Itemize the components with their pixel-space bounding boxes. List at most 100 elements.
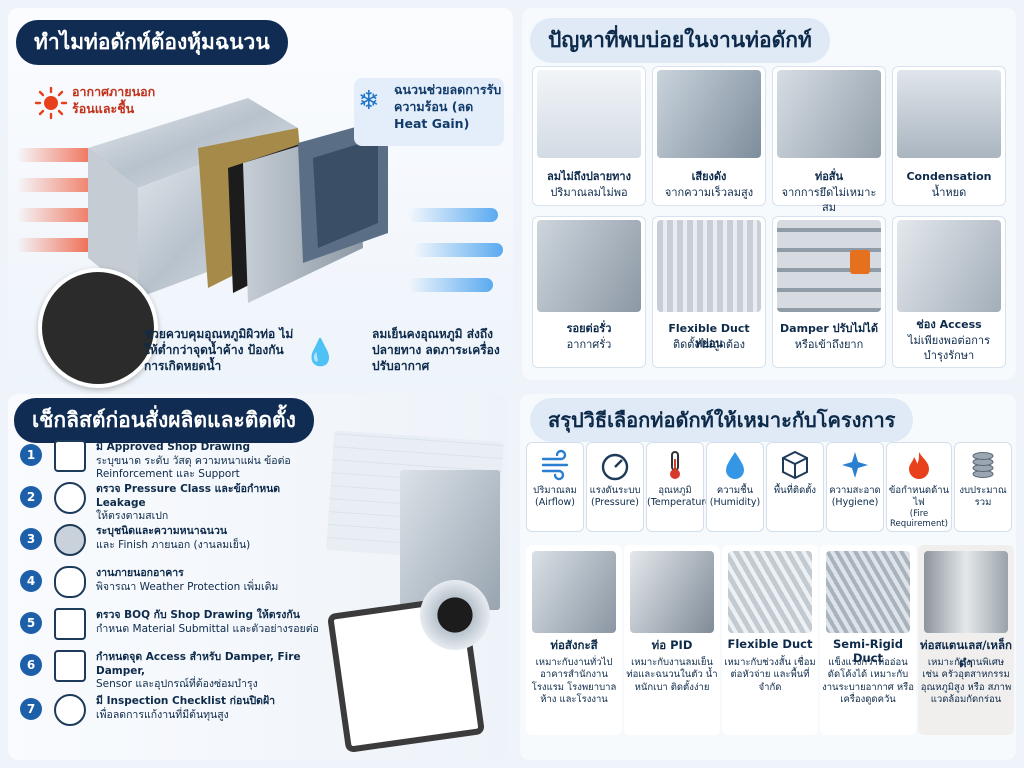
weather-icon bbox=[54, 566, 86, 598]
factor-en: (Fire Requirement) bbox=[890, 508, 948, 530]
factor-en: (Temperature) bbox=[647, 496, 715, 508]
checklist-item: 3 ระบุชนิดและความหนาฉนวนและ Finish ภายนอ… bbox=[20, 524, 320, 564]
checklist-title: เช็กลิสต์ก่อนสั่งผลิตและติดตั้ง bbox=[14, 398, 314, 443]
checklist-title: มี Approved Shop Drawing bbox=[96, 441, 250, 453]
checklist-title: กำหนดจุด Access สำหรับ Damper, Fire Damp… bbox=[96, 651, 301, 677]
heat-arrow bbox=[16, 238, 101, 252]
duct-type-card: ท่อสแตนเลส/เหล็กดำ เหมาะกับงานพิเศษ เช่น… bbox=[918, 545, 1014, 735]
duct-type-card: Semi-Rigid Duct แข็งแรงกว่าท่ออ่อน ดัดโค… bbox=[820, 545, 916, 735]
checklist-item: 2 ตรวจ Pressure Class และข้อกำหนด Leakag… bbox=[20, 482, 320, 522]
damper-actuator-icon bbox=[850, 250, 870, 274]
stainless-duct-image bbox=[924, 551, 1008, 633]
checklist-number: 3 bbox=[20, 528, 42, 550]
thermometer-icon bbox=[670, 451, 680, 479]
cool-air-label: ลมเย็นคงอุณหภูมิ ส่งถึงปลายทาง ลดภาระเคร… bbox=[372, 327, 500, 374]
selection-title: สรุปวิธีเลือกท่อดักท์ให้เหมาะกับโครงการ bbox=[530, 398, 914, 442]
factor-label: งบประมาณรวม bbox=[959, 485, 1007, 508]
problem-title: Damper ปรับไม่ได้ bbox=[780, 322, 878, 335]
wind-icon bbox=[541, 449, 569, 481]
insulated-duct-illustration bbox=[88, 98, 388, 303]
diffuser-image bbox=[537, 70, 641, 158]
factor-label: แรงดันระบบ bbox=[589, 485, 641, 496]
semi-rigid-duct-image bbox=[826, 551, 910, 633]
factor-label: ปริมาณลม bbox=[533, 485, 577, 496]
problems-title: ปัญหาที่พบบ่อยในงานท่อดักท์ bbox=[530, 18, 830, 63]
problem-desc: ปริมาณลมไม่พอ bbox=[550, 186, 628, 199]
factor-en: (Airflow) bbox=[534, 496, 576, 508]
drawing-edit-icon bbox=[54, 440, 86, 472]
problem-desc: อากาศรั่ว bbox=[566, 338, 612, 351]
sun-icon bbox=[34, 86, 68, 120]
heat-arrow bbox=[16, 208, 111, 222]
problem-title: เสียงดัง bbox=[691, 170, 727, 183]
factor-card: ความชื้น (Humidity) bbox=[706, 442, 764, 532]
galvanized-duct-image bbox=[532, 551, 616, 633]
droplet-icon bbox=[726, 452, 744, 479]
checklist-title: ตรวจ BOQ กับ Shop Drawing ให้ตรงกัน bbox=[96, 609, 300, 621]
factor-label: อุณหภูมิ bbox=[658, 485, 692, 496]
problem-title: ท่อสั่น bbox=[814, 170, 844, 183]
checklist-title: งานภายนอกอาคาร bbox=[96, 567, 184, 579]
insulation-title: ทำไมท่อดักท์ต้องหุ้มฉนวน bbox=[16, 20, 288, 65]
problem-title: รอยต่อรั่ว bbox=[566, 322, 612, 335]
duct-type-title: ท่อ PID bbox=[651, 638, 693, 652]
checklist-item: 4 งานภายนอกอาคารพิจารณา Weather Protecti… bbox=[20, 566, 320, 606]
snowflake-icon: ❄ bbox=[358, 86, 380, 116]
problem-desc: จากการยึดไม่เหมาะสม bbox=[781, 186, 877, 214]
condensation-image bbox=[897, 70, 1001, 158]
problem-desc: ติดตั้งไม่ถูกต้อง bbox=[672, 338, 746, 351]
checklist-desc: ระบุขนาด ระดับ วัสดุ ความหนาแผ่น ข้อต่อ … bbox=[96, 454, 291, 481]
duct-type-title: ท่อสังกะสี bbox=[550, 638, 598, 652]
outside-air-label: อากาศภายนอก ร้อนและชื้น bbox=[72, 84, 156, 116]
duct-type-desc: เหมาะกับงานลมเย็น ท่อและฉนวนในตัว น้ำหนั… bbox=[626, 657, 718, 693]
heat-arrow bbox=[16, 148, 106, 162]
duct-type-card: ท่อสังกะสี เหมาะกับงานทั่วไป อาคารสำนักง… bbox=[526, 545, 622, 735]
problem-title: ช่อง Access bbox=[916, 318, 982, 331]
coins-icon bbox=[972, 452, 994, 478]
fire-icon bbox=[909, 452, 929, 479]
water-drop-icon: 💧 bbox=[304, 338, 337, 368]
cool-air-arrow bbox=[408, 208, 498, 222]
duct-type-card: ท่อ PID เหมาะกับงานลมเย็น ท่อและฉนวนในตั… bbox=[624, 545, 720, 735]
checklist-number: 7 bbox=[20, 698, 42, 720]
problem-desc: ไม่เพียงพอต่อการบำรุงรักษา bbox=[908, 334, 990, 362]
insulation-closeup bbox=[38, 268, 158, 388]
gauge-icon bbox=[601, 453, 629, 481]
condensation-control-label: ช่วยควบคุมอุณหภูมิผิวท่อ ไม่ให้ต่ำกว่าจุ… bbox=[144, 327, 294, 374]
checklist-item: 7 มี Inspection Checklist ก่อนปิดฝ้าเพื่… bbox=[20, 694, 320, 734]
clipboard-icon bbox=[54, 608, 86, 640]
factor-label: ความสะอาด bbox=[829, 485, 881, 496]
gauge-icon bbox=[54, 482, 86, 514]
factor-en: (Humidity) bbox=[709, 496, 761, 508]
duct-type-desc: เหมาะกับช่วงสั้น เชื่อมต่อหัวจ่าย และพื้… bbox=[724, 657, 816, 693]
insulation-roll-icon bbox=[420, 580, 490, 650]
magnifier-icon bbox=[54, 694, 86, 726]
problem-title: Condensation bbox=[906, 170, 992, 183]
checklist-title: ระบุชนิดและความหนาฉนวน bbox=[96, 525, 228, 537]
checklist-desc: พิจารณา Weather Protection เพิ่มเติม bbox=[96, 580, 279, 593]
factor-label: ความชื้น bbox=[716, 485, 754, 496]
checklist-number: 1 bbox=[20, 444, 42, 466]
insulation-roll-icon bbox=[54, 524, 86, 556]
checklist-number: 5 bbox=[20, 612, 42, 634]
checklist-number: 2 bbox=[20, 486, 42, 508]
problem-desc: จากความเร็วลมสูง bbox=[664, 186, 754, 199]
duct-type-title: ท่อสแตนเลส/เหล็กดำ bbox=[920, 638, 1012, 670]
checklist-number: 6 bbox=[20, 654, 42, 676]
problem-desc: น้ำหยด bbox=[931, 186, 967, 199]
sparkle-icon bbox=[842, 452, 868, 478]
checklist-desc: ให้ตรงตามสเปก bbox=[96, 510, 169, 523]
checklist-title: มี Inspection Checklist ก่อนปิดฝ้า bbox=[96, 695, 276, 707]
factor-en: (Hygiene) bbox=[831, 496, 879, 508]
checklist-desc: Sensor และอุปกรณ์ที่ต้องซ่อมบำรุง bbox=[96, 678, 258, 691]
duct-type-card: Flexible Duct เหมาะกับช่วงสั้น เชื่อมต่อ… bbox=[722, 545, 818, 735]
factor-card: ปริมาณลม (Airflow) bbox=[526, 442, 584, 532]
access-panel-image bbox=[897, 220, 1001, 312]
duct-type-desc: เหมาะกับงานทั่วไป อาคารสำนักงาน โรงแรม โ… bbox=[531, 657, 617, 706]
factor-card: ข้อกำหนดด้านไฟ (Fire Requirement) bbox=[886, 442, 952, 532]
checklist-desc: เพื่อลดการแก้งานที่มีต้นทุนสูง bbox=[96, 708, 229, 721]
checklist-item: 6 กำหนดจุด Access สำหรับ Damper, Fire Da… bbox=[20, 650, 320, 690]
tools-icon bbox=[54, 650, 86, 682]
problem-title: Flexible Duct หย่อน bbox=[668, 322, 750, 350]
checklist-item: 5 ตรวจ BOQ กับ Shop Drawing ให้ตรงกันกำห… bbox=[20, 608, 320, 648]
